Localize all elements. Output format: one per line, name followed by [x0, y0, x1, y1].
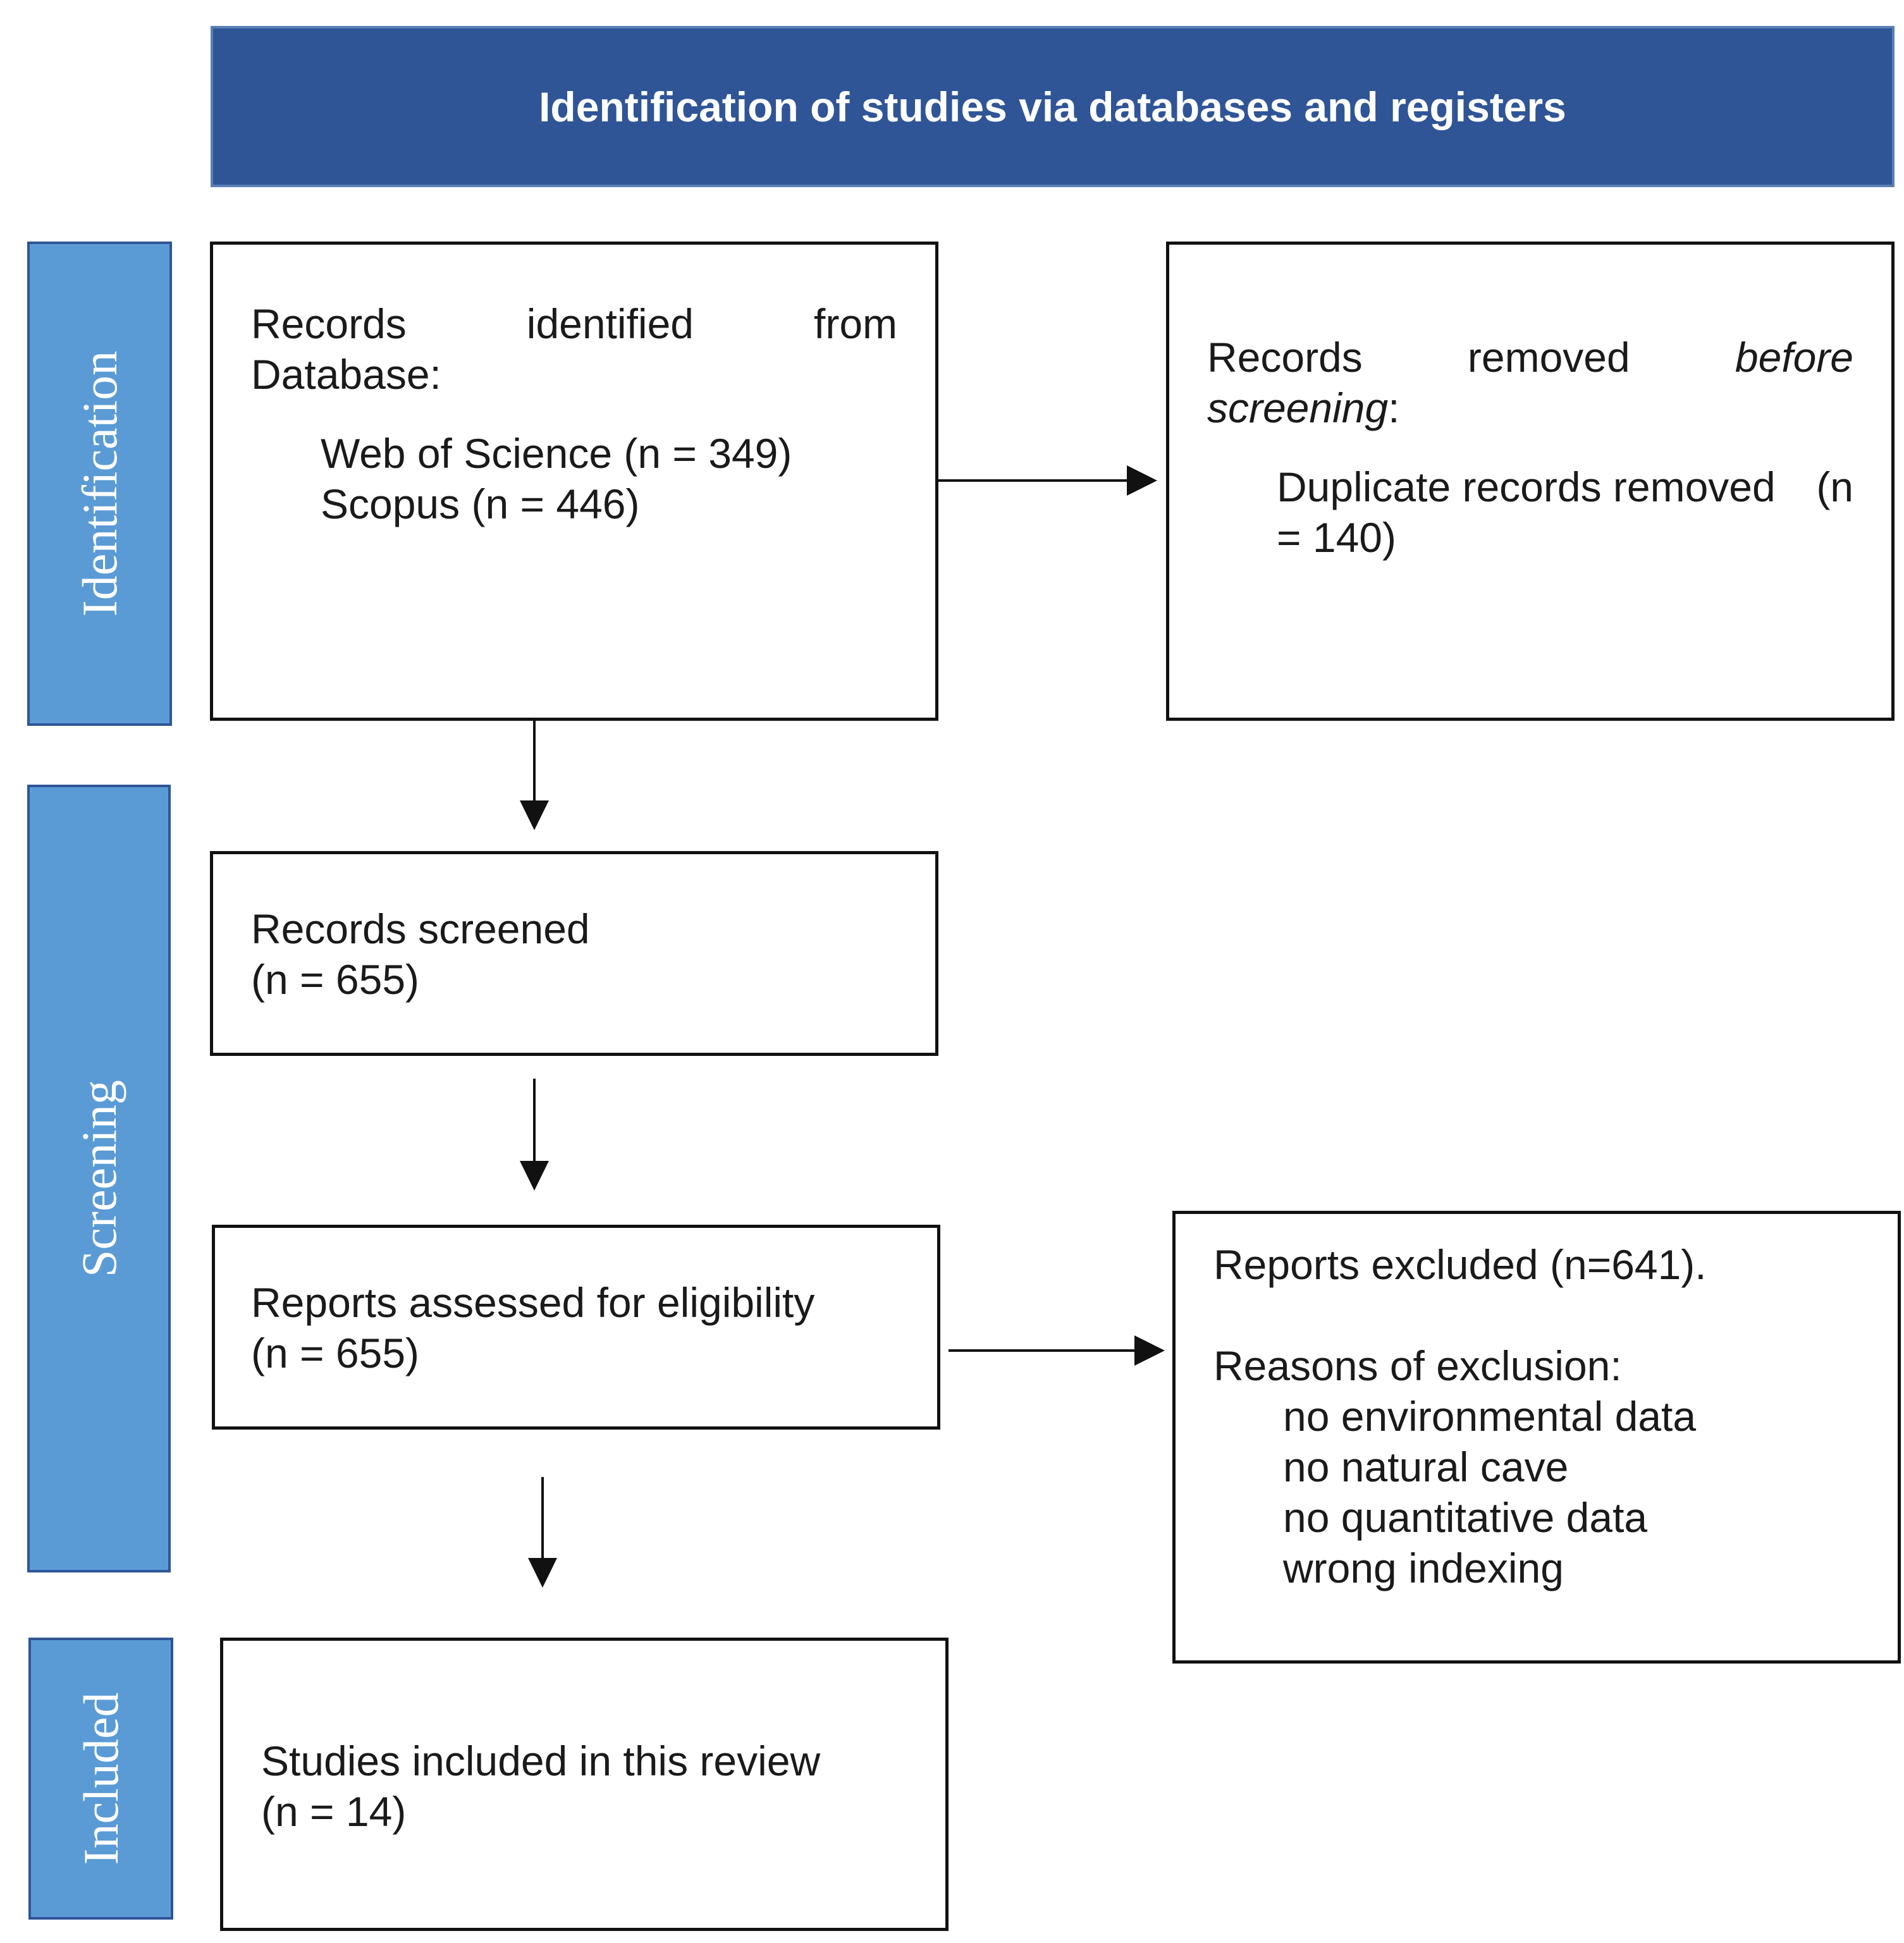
records-screened-box: Records screened (n = 655) — [210, 851, 938, 1056]
duplicates-line: Duplicate records removed (n — [1277, 462, 1853, 512]
phase-screening: Screening — [27, 785, 171, 1572]
arrow-assessed-to-excluded — [949, 1335, 1165, 1366]
studies-included-count: (n = 14) — [261, 1788, 407, 1835]
arrow-identified-to-removed — [938, 465, 1157, 496]
reports-assessed-label: Reports assessed for eligibility — [251, 1279, 815, 1326]
duplicates-tail: (n — [1816, 463, 1853, 510]
arrow-screened-to-assessed — [520, 1079, 549, 1191]
records-removed-box: Records removed before screening: Duplic… — [1166, 242, 1895, 721]
exclusion-reason: no environmental data — [1283, 1393, 1697, 1440]
phase-identification: Identification — [27, 242, 172, 726]
heading-word: Records — [251, 300, 407, 347]
reports-assessed-box: Reports assessed for eligibility (n = 65… — [212, 1225, 940, 1430]
reports-excluded-label: Reports excluded (n=641). — [1213, 1241, 1707, 1288]
duplicates-text: Duplicate records removed — [1277, 463, 1776, 510]
records-identified-heading-line2: Database: — [251, 351, 441, 398]
exclusion-reason: wrong indexing — [1283, 1545, 1564, 1591]
records-screened-count: (n = 655) — [251, 956, 419, 1003]
arrow-identified-to-screened — [520, 721, 549, 830]
heading-word: removed — [1467, 334, 1630, 381]
records-identified-box: Records identified from Database: Web of… — [210, 242, 938, 721]
exclusion-reasons-heading: Reasons of exclusion: — [1213, 1342, 1622, 1389]
studies-included-box: Studies included in this review (n = 14) — [220, 1638, 949, 1931]
heading-word: from — [814, 300, 897, 347]
header-title: Identification of studies via databases … — [539, 83, 1566, 130]
reports-assessed-count: (n = 655) — [251, 1330, 419, 1376]
duplicates-count: = 140) — [1277, 514, 1396, 561]
phase-included: Included — [28, 1638, 173, 1920]
studies-included-label: Studies included in this review — [261, 1738, 821, 1784]
heading-word: Records — [1207, 334, 1363, 381]
records-removed-heading: Records removed before — [1207, 332, 1853, 383]
exclusion-reason: no quantitative data — [1283, 1494, 1648, 1541]
records-screened-label: Records screened — [251, 905, 590, 952]
header-banner: Identification of studies via databases … — [211, 26, 1895, 187]
source-scopus: Scopus (n = 446) — [321, 481, 640, 527]
heading-word: identified — [526, 300, 694, 347]
records-removed-heading-line2: screening: — [1207, 384, 1400, 431]
reports-excluded-box: Reports excluded (n=641). Reasons of exc… — [1172, 1211, 1901, 1664]
exclusion-reason: no natural cave — [1283, 1443, 1569, 1490]
source-web-of-science: Web of Science (n = 349) — [321, 430, 792, 477]
heading-word: before — [1735, 334, 1853, 381]
arrow-assessed-to-included — [528, 1477, 557, 1588]
records-identified-heading: Records identified from — [251, 298, 897, 349]
